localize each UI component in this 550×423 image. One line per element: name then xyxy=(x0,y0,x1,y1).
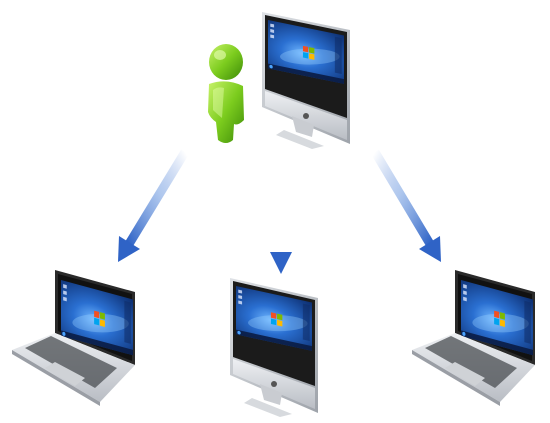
arrow-to-left-laptop xyxy=(118,149,189,262)
right-laptop-computer xyxy=(412,270,535,406)
central-desktop-computer xyxy=(262,12,350,149)
arrow-to-middle-desktop xyxy=(270,150,292,274)
arrow-to-right-laptop xyxy=(371,149,441,262)
user-person-icon xyxy=(208,44,244,143)
middle-desktop-computer xyxy=(230,278,318,417)
left-laptop-computer xyxy=(12,270,135,406)
